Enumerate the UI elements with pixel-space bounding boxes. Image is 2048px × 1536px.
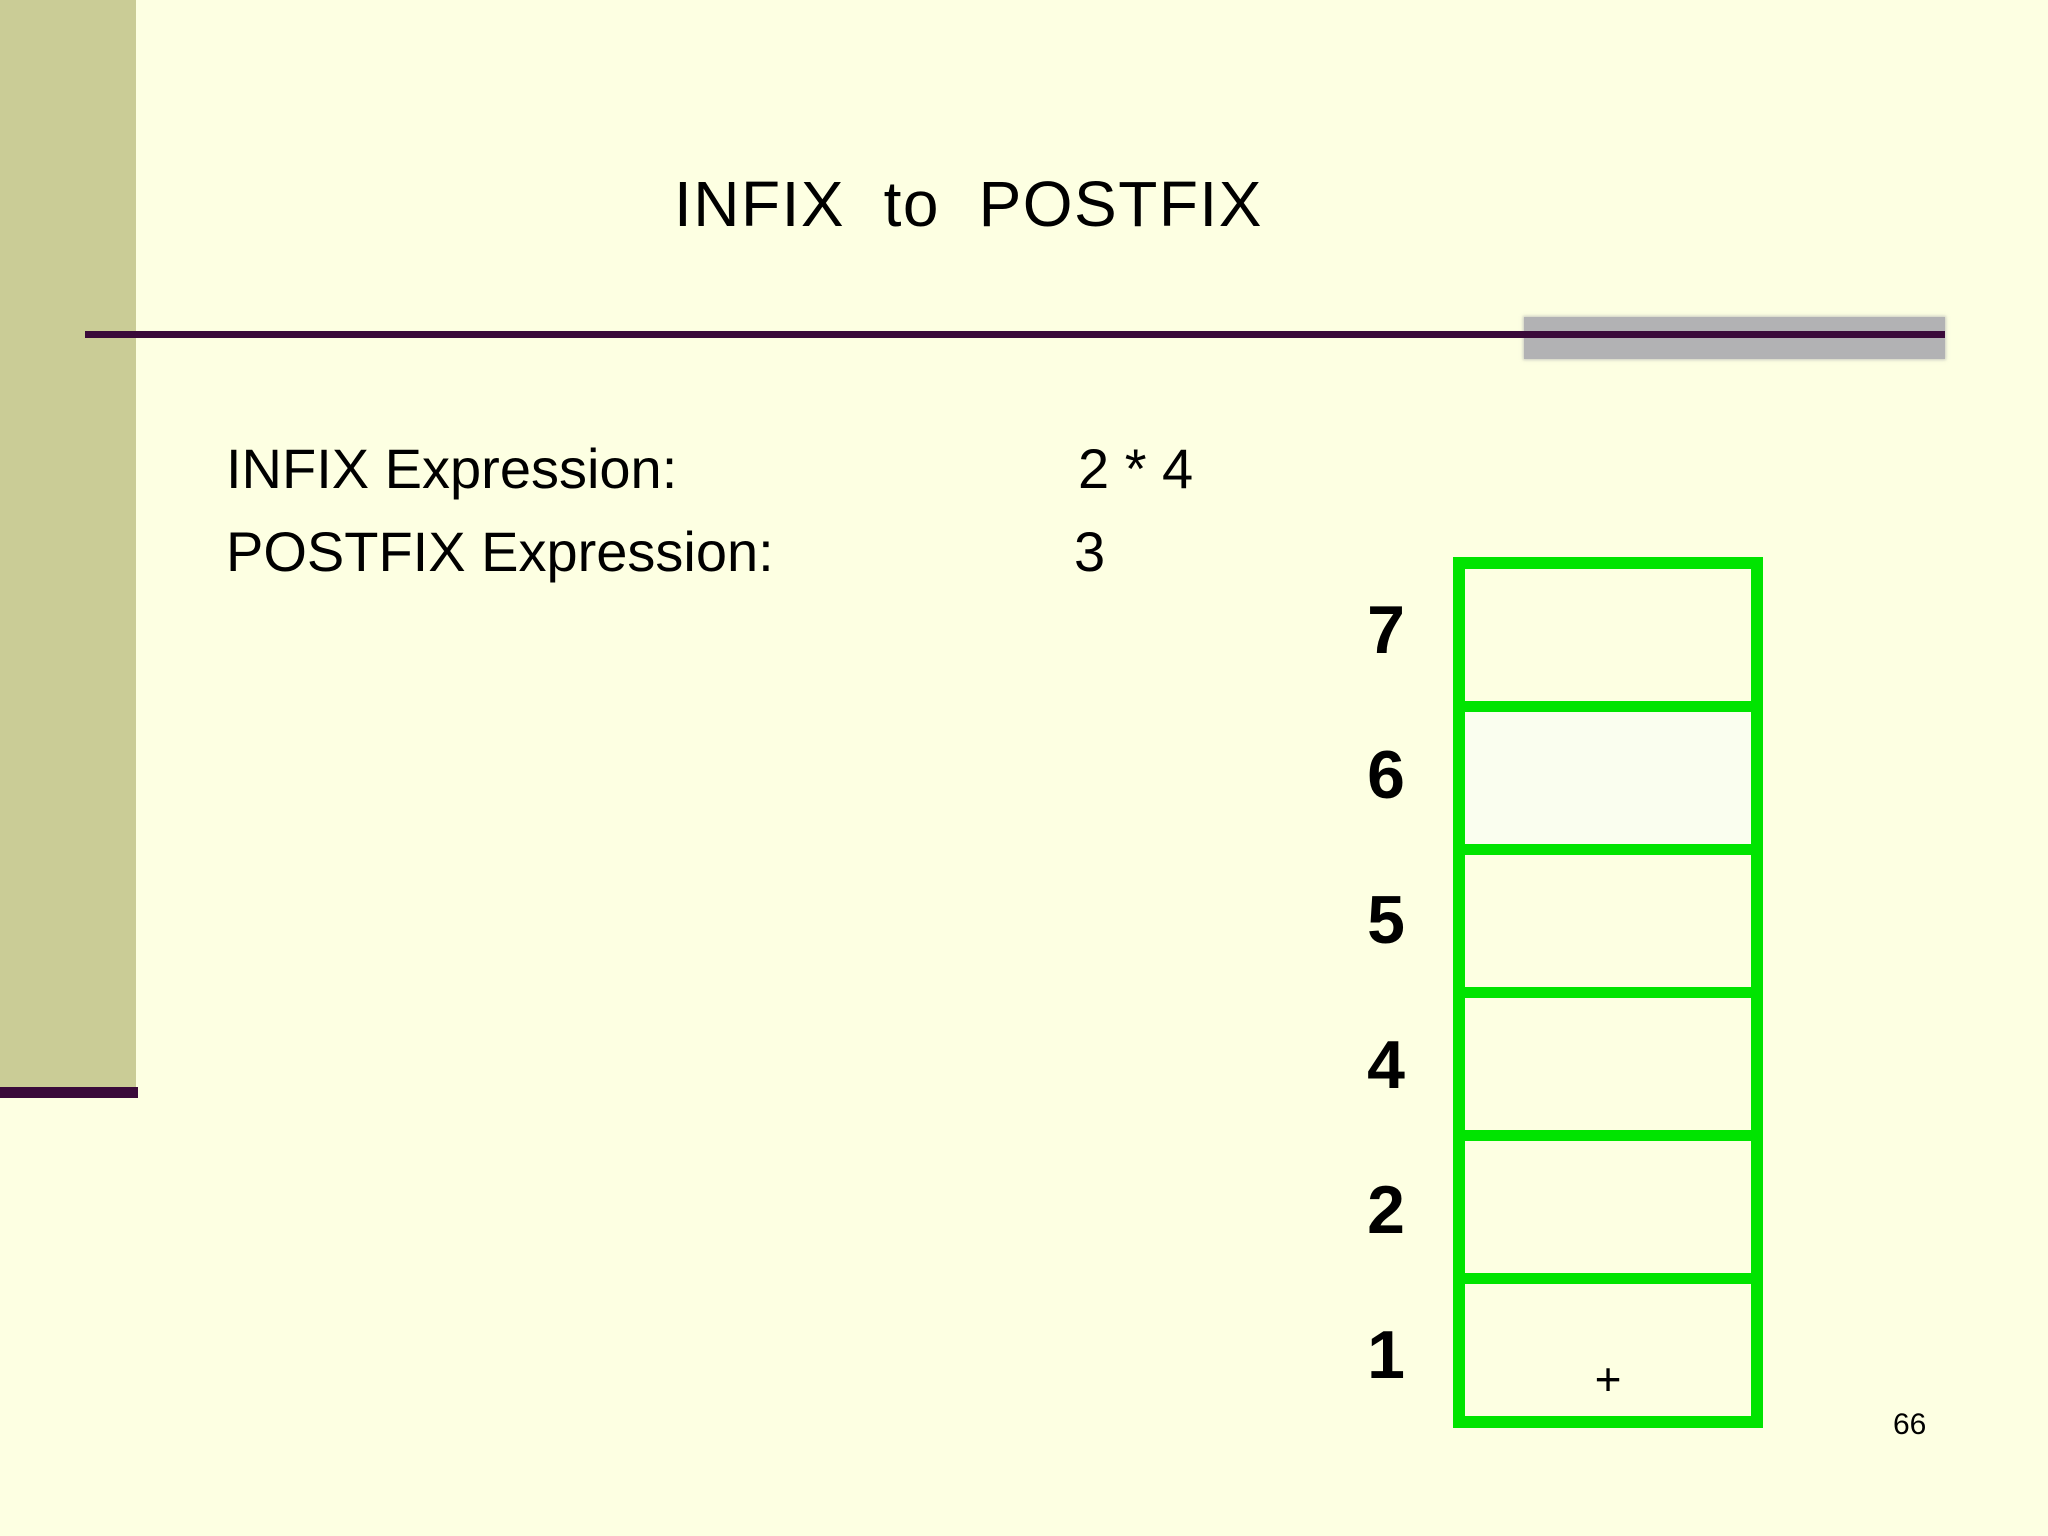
stack-cell: + bbox=[1465, 1273, 1751, 1416]
postfix-expression-label: POSTFIX Expression: bbox=[226, 520, 774, 583]
stack-cell bbox=[1465, 701, 1751, 844]
stack-cell bbox=[1465, 844, 1751, 987]
stack-level-labels: 7 6 5 4 2 1 bbox=[1265, 557, 1405, 1428]
stack-cell-content: + bbox=[1594, 1353, 1622, 1405]
title-rule bbox=[85, 331, 1945, 338]
stack-level-label: 6 bbox=[1367, 736, 1405, 813]
left-accent-bar bbox=[0, 0, 136, 1087]
stack-cell bbox=[1465, 987, 1751, 1130]
stack-level-label: 1 bbox=[1367, 1317, 1405, 1394]
slide-title: INFIX to POSTFIX bbox=[674, 168, 1263, 240]
stack-level-label: 2 bbox=[1367, 1172, 1405, 1249]
page-number: 66 bbox=[1893, 1408, 1927, 1441]
stack-level-label: 5 bbox=[1367, 881, 1405, 958]
stack-level-label: 7 bbox=[1367, 591, 1405, 668]
stack-cell bbox=[1465, 1130, 1751, 1273]
postfix-expression-value: 3 bbox=[1074, 520, 1106, 583]
title-rule-accent bbox=[1524, 317, 1945, 359]
infix-expression-value: 2 * 4 bbox=[1078, 437, 1194, 500]
stack-level-label: 4 bbox=[1367, 1027, 1405, 1104]
left-accent-underline bbox=[0, 1087, 138, 1098]
stack-cell bbox=[1465, 569, 1751, 701]
operator-stack: + bbox=[1453, 557, 1763, 1428]
infix-expression-label: INFIX Expression: bbox=[226, 437, 678, 500]
